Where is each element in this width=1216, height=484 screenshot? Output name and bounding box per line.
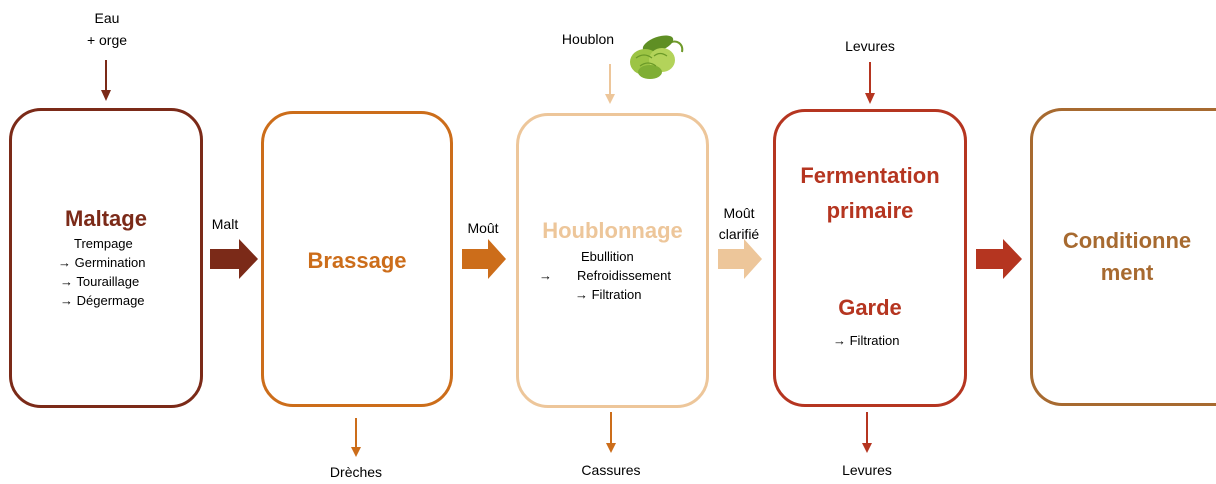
maltage-substep-3: → Touraillage bbox=[60, 274, 140, 289]
step-conditionnement-title-1: Conditionne bbox=[1062, 228, 1192, 253]
output-levures-label: Levures bbox=[842, 462, 892, 478]
transfer-malt-label: Malt bbox=[211, 216, 239, 232]
maltage-substep-1: Trempage bbox=[74, 236, 133, 251]
houblonnage-substep-arrow: → bbox=[539, 268, 552, 283]
houblonnage-substep-1: Ebullition bbox=[581, 249, 634, 264]
input-arrow-maltage bbox=[101, 60, 111, 101]
arrow-mout bbox=[462, 239, 506, 279]
maltage-substep-2: → Germination bbox=[58, 255, 146, 270]
step-fermentation-box: Fermentation primaire Garde → Filtration bbox=[773, 109, 967, 407]
step-houblonnage-box: Houblonnage Ebullition → Refroidissement… bbox=[516, 113, 709, 408]
step-brassage-box: Brassage bbox=[261, 111, 453, 407]
step-conditionnement-box: Conditionne ment bbox=[1030, 108, 1216, 406]
input-arrow-fermentation bbox=[865, 62, 875, 104]
step-conditionnement-title-2: ment bbox=[1100, 260, 1154, 285]
arrow-conditionnement bbox=[976, 239, 1022, 279]
transfer-mout-clarifie-line2: clarifié bbox=[718, 226, 760, 242]
output-dreches-label: Drèches bbox=[329, 464, 383, 480]
step-brassage-title: Brassage bbox=[307, 248, 407, 273]
output-arrow-dreches bbox=[351, 418, 361, 457]
step-fermentation-title-1: Fermentation bbox=[800, 163, 940, 188]
input-eau-label: Eau bbox=[94, 10, 120, 26]
step-maltage-box: Maltage Trempage → Germination → Tourail… bbox=[9, 108, 203, 408]
arrow-mout-clarifie bbox=[718, 239, 762, 279]
houblonnage-substep-3: → Filtration bbox=[575, 287, 642, 302]
transfer-mout-clarifie-line1: Moût bbox=[723, 205, 755, 221]
input-houblon-label: Houblon bbox=[561, 31, 615, 47]
output-arrow-cassures bbox=[606, 412, 616, 453]
step-garde-title: Garde bbox=[838, 295, 902, 320]
output-arrow-levures bbox=[862, 412, 872, 453]
output-cassures-label: Cassures bbox=[581, 462, 641, 478]
input-arrow-houblonnage bbox=[605, 64, 615, 104]
arrow-malt bbox=[210, 239, 258, 279]
garde-substep-1: → Filtration bbox=[833, 333, 900, 348]
input-levures-label: Levures bbox=[845, 38, 895, 54]
hop-cone-icon bbox=[630, 35, 684, 79]
houblonnage-substep-2: Refroidissement bbox=[577, 268, 671, 283]
transfer-mout-label: Moût bbox=[467, 220, 499, 236]
input-orge-label: + orge bbox=[86, 32, 128, 48]
step-maltage-title: Maltage bbox=[65, 206, 147, 231]
step-houblonnage-title: Houblonnage bbox=[542, 218, 683, 243]
maltage-substep-4: → Dégermage bbox=[60, 293, 145, 308]
step-fermentation-title-2: primaire bbox=[826, 198, 914, 223]
